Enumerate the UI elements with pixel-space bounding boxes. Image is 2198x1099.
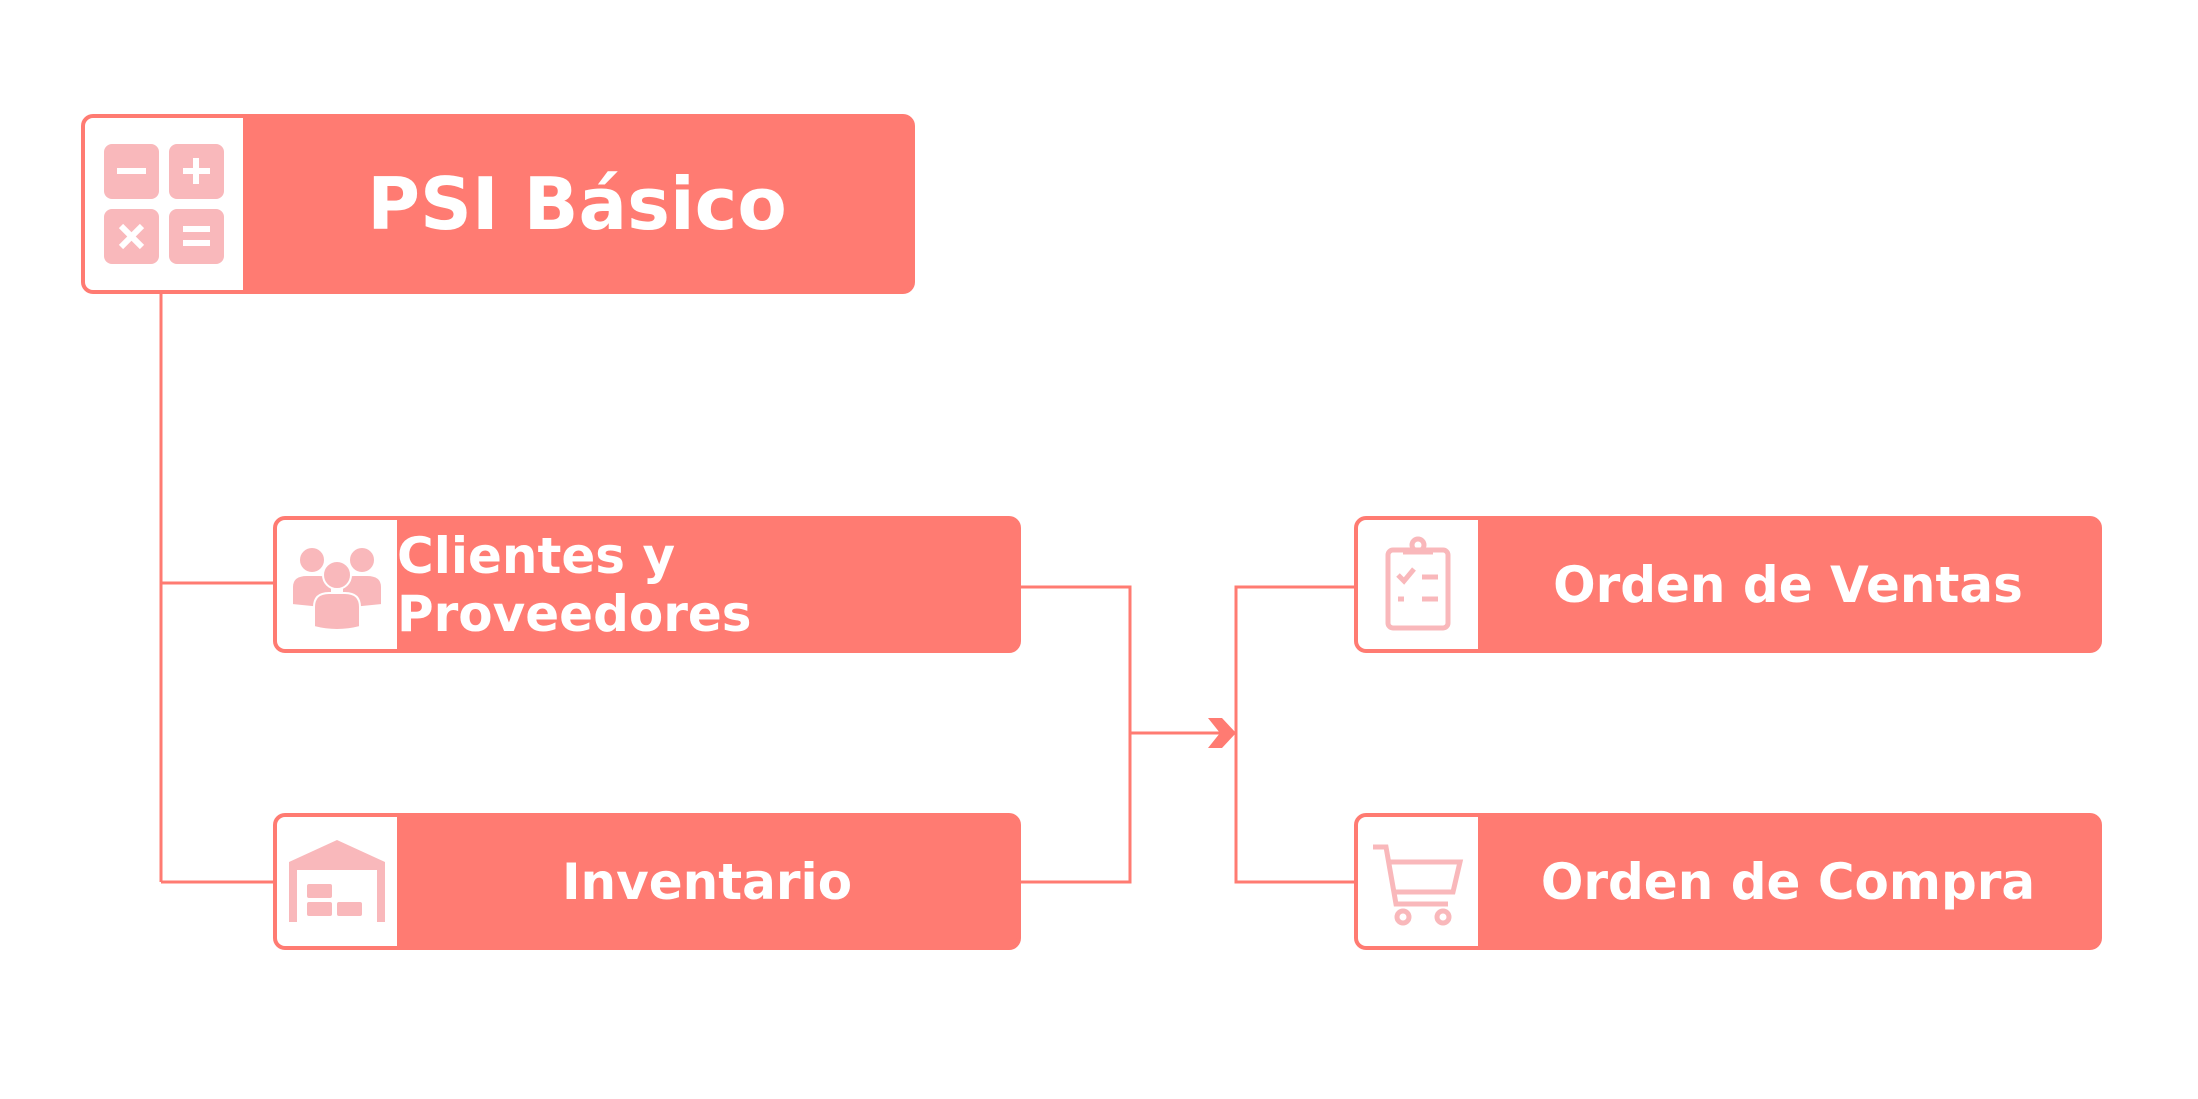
module-label: Inventario <box>561 852 853 911</box>
warehouse-icon <box>277 817 397 946</box>
output-orden-ventas[interactable]: Orden de Ventas <box>1354 516 2102 653</box>
arrow-head-icon <box>1208 718 1236 748</box>
output-label: Orden de Compra <box>1540 852 2036 911</box>
users-group-icon <box>277 520 397 649</box>
bracket-right <box>1234 585 1354 884</box>
calculator-icon <box>85 118 243 290</box>
output-orden-compra[interactable]: Orden de Compra <box>1354 813 2102 950</box>
bracket-left <box>1021 585 1132 884</box>
output-label: Orden de Ventas <box>1553 555 2023 614</box>
module-inventario[interactable]: Inventario <box>273 813 1021 950</box>
root-node[interactable]: PSI Básico <box>81 114 915 294</box>
module-clientes-proveedores[interactable]: Clientes y Proveedores <box>273 516 1021 653</box>
root-label: PSI Básico <box>367 162 787 246</box>
clipboard-checklist-icon <box>1358 520 1478 649</box>
module-label: Clientes y Proveedores <box>397 526 752 643</box>
shopping-cart-icon <box>1358 817 1478 946</box>
